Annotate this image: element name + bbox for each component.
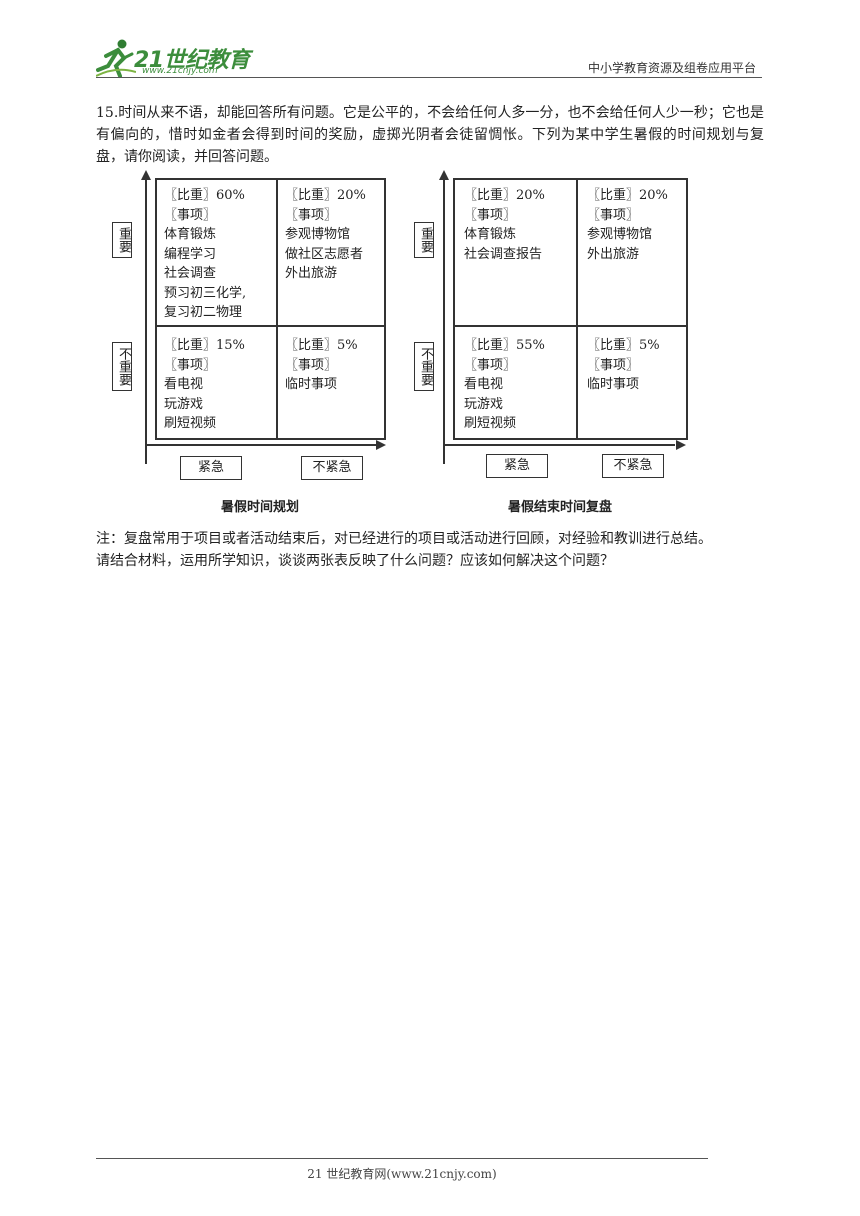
cell-line: 看电视 — [464, 377, 504, 392]
x-axis — [443, 444, 675, 446]
note-block: 注：复盘常用于项目或者活动结束后，对已经进行的项目或活动进行回顾，对经验和教训进… — [96, 528, 764, 572]
label-important: 重要 — [414, 222, 434, 258]
site-logo: 21世纪教育 www.21cnjy.com — [96, 36, 266, 80]
matrix-grid — [453, 178, 688, 440]
cell-line: 〖比重〗20% — [285, 188, 366, 203]
cell-line: 〖比重〗15% — [164, 338, 245, 353]
cell-line: 临时事项 — [587, 377, 640, 392]
cell-line: 〖事项〗 — [587, 357, 640, 373]
cell-line: 刷短视频 — [164, 416, 217, 431]
cell-line: 〖事项〗 — [285, 207, 338, 223]
logo-site-text: www.21cnjy.com — [142, 66, 218, 76]
cell-unimportant-urgent: 〖比重〗15% 〖事项〗 看电视 玩游戏 刷短视频 — [164, 336, 245, 434]
cell-important-not-urgent: 〖比重〗20% 〖事项〗 参观博物馆 做社区志愿者 外出旅游 — [285, 186, 366, 284]
cell-line: 〖比重〗20% — [587, 188, 668, 203]
label-urgent: 紧急 — [180, 456, 242, 480]
matrix-vertical-divider — [576, 178, 578, 440]
note-text: 注：复盘常用于项目或者活动结束后，对已经进行的项目或活动进行回顾，对经验和教训进… — [96, 531, 712, 547]
cell-line: 社会调查 — [164, 266, 217, 281]
logo-brand-text: 21世纪教育 — [134, 48, 250, 73]
question-text: 15.时间从来不语，却能回答所有问题。它是公平的，不会给任何人多一分，也不会给任… — [96, 105, 764, 165]
x-axis-arrow-icon — [676, 440, 686, 450]
cell-line: 〖事项〗 — [164, 207, 217, 223]
x-axis — [145, 444, 377, 446]
matrix-caption: 暑假时间规划 — [220, 500, 299, 515]
cell-line: 看电视 — [164, 377, 204, 392]
y-axis — [443, 178, 445, 464]
label-not-urgent: 不紧急 — [602, 454, 664, 478]
cell-line: 体育锻炼 — [164, 227, 217, 242]
runner-logo-icon — [96, 39, 136, 78]
cell-line: 〖比重〗60% — [164, 188, 245, 203]
cell-line: 〖事项〗 — [285, 357, 338, 373]
cell-line: 社会调查报告 — [464, 246, 543, 262]
cell-line: 复习初二物理 — [164, 305, 243, 320]
y-axis — [145, 178, 147, 464]
cell-line: 〖比重〗5% — [285, 338, 358, 353]
x-axis-arrow-icon — [376, 440, 386, 450]
cell-important-urgent: 〖比重〗60% 〖事项〗 体育锻炼 编程学习 社会调查 预习初三化学, 复习初二… — [164, 186, 246, 323]
cell-unimportant-urgent: 〖比重〗55% 〖事项〗 看电视 玩游戏 刷短视频 — [464, 336, 545, 434]
cell-line: 〖事项〗 — [464, 357, 517, 373]
cell-line: 编程学习 — [164, 246, 217, 262]
cell-unimportant-not-urgent: 〖比重〗5% 〖事项〗 临时事项 — [587, 336, 660, 395]
matrix-horizontal-divider — [155, 325, 386, 327]
cell-line: 参观博物馆 — [285, 227, 351, 242]
y-axis-arrow-icon — [141, 170, 151, 180]
cell-line: 玩游戏 — [164, 396, 204, 412]
cell-line: 〖比重〗20% — [464, 188, 545, 203]
cell-line: 〖比重〗5% — [587, 338, 660, 353]
cell-line: 刷短视频 — [464, 416, 517, 431]
cell-line: 临时事项 — [285, 377, 338, 392]
time-plan-matrix: 〖比重〗60% 〖事项〗 体育锻炼 编程学习 社会调查 预习初三化学, 复习初二… — [100, 170, 400, 520]
header-divider — [96, 77, 762, 78]
cell-line: 〖事项〗 — [587, 207, 640, 223]
matrix-vertical-divider — [276, 178, 278, 440]
cell-line: 外出旅游 — [587, 246, 640, 262]
cell-unimportant-not-urgent: 〖比重〗5% 〖事项〗 临时事项 — [285, 336, 358, 395]
time-review-matrix: 〖比重〗20% 〖事项〗 体育锻炼 社会调查报告 〖比重〗20% 〖事项〗 参观… — [400, 170, 700, 520]
label-urgent: 紧急 — [486, 454, 548, 478]
cell-line: 预习初三化学, — [164, 285, 247, 301]
cell-important-not-urgent: 〖比重〗20% 〖事项〗 参观博物馆 外出旅游 — [587, 186, 668, 264]
cell-line: 参观博物馆 — [587, 227, 653, 242]
cell-line: 外出旅游 — [285, 266, 338, 281]
cell-line: 做社区志愿者 — [285, 246, 364, 262]
label-unimportant: 不重要 — [112, 342, 132, 391]
label-not-urgent: 不紧急 — [301, 456, 363, 480]
matrix-horizontal-divider — [453, 325, 688, 327]
question-prompt: 请结合材料，运用所学知识，谈谈两张表反映了什么问题？应该如何解决这个问题？ — [96, 553, 614, 569]
label-unimportant: 不重要 — [414, 342, 434, 391]
label-important: 重要 — [112, 222, 132, 258]
matrix-caption: 暑假结束时间复盘 — [507, 500, 612, 515]
footer-divider — [96, 1158, 708, 1159]
footer-text: 21 世纪教育网(www.21cnjy.com) — [307, 1167, 497, 1181]
cell-line: 体育锻炼 — [464, 227, 517, 242]
y-axis-arrow-icon — [439, 170, 449, 180]
cell-line: 〖比重〗55% — [464, 338, 545, 353]
header-platform-text: 中小学教育资源及组卷应用平台 — [587, 61, 756, 75]
matrix-grid — [155, 178, 386, 440]
cell-important-urgent: 〖比重〗20% 〖事项〗 体育锻炼 社会调查报告 — [464, 186, 545, 264]
cell-line: 〖事项〗 — [164, 357, 217, 373]
cell-line: 玩游戏 — [464, 396, 504, 412]
cell-line: 〖事项〗 — [464, 207, 517, 223]
